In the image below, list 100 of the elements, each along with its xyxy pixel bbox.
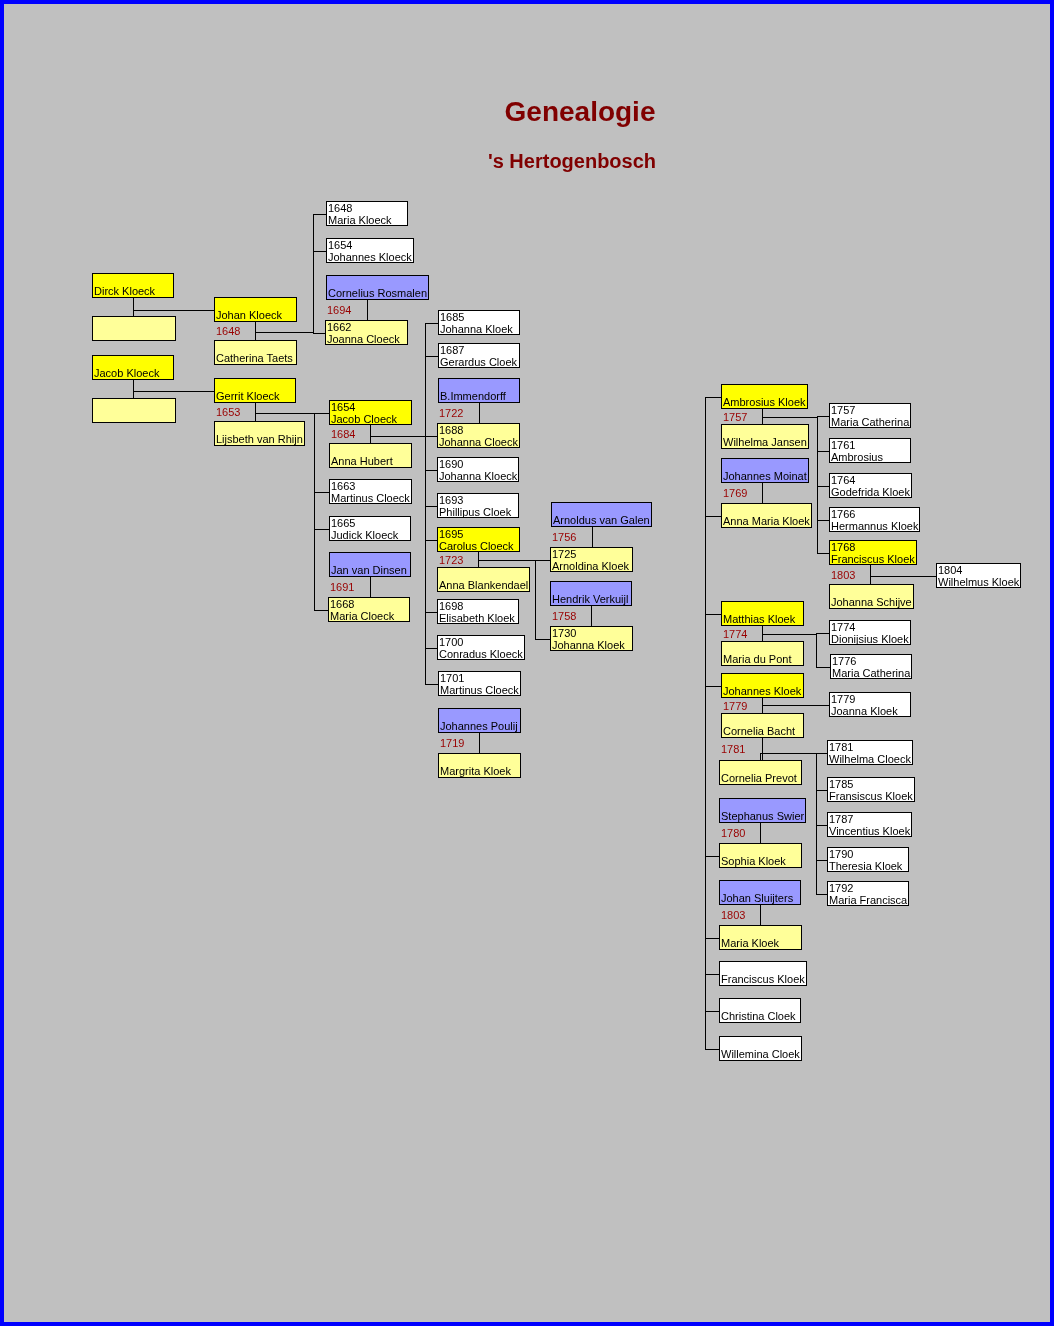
person-box bbox=[719, 998, 801, 1023]
person-box bbox=[827, 812, 913, 837]
person-box bbox=[329, 479, 412, 504]
marriage-year: 1722 bbox=[439, 407, 464, 419]
person-box bbox=[214, 297, 297, 322]
birth-year: 1690 bbox=[439, 458, 465, 470]
person-box bbox=[829, 584, 914, 609]
person-name: Joanna Cloeck bbox=[327, 333, 401, 345]
birth-year: 1764 bbox=[831, 474, 857, 486]
marriage-year: 1653 bbox=[216, 406, 241, 418]
person-box bbox=[719, 843, 802, 868]
person-box bbox=[721, 384, 808, 409]
person-box bbox=[328, 597, 410, 622]
family-line bbox=[478, 551, 551, 640]
birth-year: 1779 bbox=[831, 693, 857, 705]
person-name: Maria Catherina bbox=[831, 416, 910, 428]
person-box bbox=[829, 438, 911, 463]
family-line bbox=[762, 697, 830, 707]
person-name: Johanna Kloeck bbox=[439, 470, 518, 482]
person-box bbox=[721, 424, 809, 449]
family-line bbox=[478, 402, 480, 424]
family-line bbox=[761, 482, 763, 504]
person-name: Jacob Cloeck bbox=[331, 413, 399, 425]
person-box bbox=[329, 443, 412, 468]
person-box bbox=[437, 493, 519, 518]
person-box bbox=[829, 507, 921, 532]
birth-year: 1792 bbox=[829, 882, 855, 894]
marriage-year: 1684 bbox=[331, 428, 356, 440]
person-box bbox=[326, 275, 430, 300]
person-name: Phillipus Cloek bbox=[439, 506, 513, 518]
marriage-year: 1719 bbox=[440, 737, 465, 749]
person-box bbox=[719, 925, 802, 950]
person-name: Johannes Moinat bbox=[723, 470, 807, 482]
person-name: Sophia Kloek bbox=[721, 855, 787, 867]
person-box bbox=[438, 310, 520, 335]
person-name: Godefrida Kloek bbox=[831, 486, 910, 498]
family-line bbox=[762, 625, 831, 668]
birth-year: 1766 bbox=[831, 508, 857, 520]
birth-year: 1701 bbox=[440, 672, 466, 684]
birth-year: 1785 bbox=[829, 778, 855, 790]
family-line bbox=[479, 732, 480, 754]
person-box bbox=[92, 273, 174, 298]
person-box bbox=[829, 403, 912, 428]
person-name: Joanna Kloek bbox=[831, 705, 899, 717]
person-name: Wilhelmus Kloek bbox=[938, 576, 1020, 588]
person-box bbox=[329, 516, 411, 541]
person-name: Anna Maria Kloek bbox=[723, 515, 810, 527]
birth-year: 1648 bbox=[328, 202, 354, 214]
family-line bbox=[366, 299, 368, 321]
person-name: Johan Kloeck bbox=[216, 309, 284, 321]
birth-year: 1757 bbox=[831, 404, 857, 416]
person-name: Maria Kloek bbox=[721, 937, 781, 949]
person-box bbox=[326, 201, 408, 226]
person-name: Maria Francisca bbox=[829, 894, 908, 906]
person-name: Johanna Cloeck bbox=[439, 436, 518, 448]
subtitle: 's Hertogenbosch bbox=[487, 150, 657, 173]
person-name: Elisabeth Kloek bbox=[439, 612, 516, 624]
marriage-year: 1803 bbox=[831, 568, 856, 581]
person-box bbox=[829, 620, 911, 645]
person-name: Maria Cloeck bbox=[330, 610, 396, 622]
person-name: Wilhelma Cloeck bbox=[829, 753, 911, 765]
person-name: Conradus Kloeck bbox=[439, 648, 523, 660]
person-box bbox=[550, 581, 632, 606]
family-line bbox=[369, 576, 371, 598]
person-name: Matthias Kloek bbox=[723, 613, 797, 625]
person-box bbox=[438, 708, 521, 733]
person-box bbox=[721, 503, 812, 528]
marriage-year: 1723 bbox=[439, 553, 464, 566]
family-line bbox=[590, 605, 592, 627]
birth-year: 1668 bbox=[330, 598, 356, 610]
birth-year: 1700 bbox=[439, 636, 465, 648]
person-box bbox=[936, 563, 1022, 588]
person-name: Martinus Cloeck bbox=[440, 684, 519, 696]
person-name: Johannes Kloeck bbox=[328, 251, 412, 263]
marriage-year: 1780 bbox=[721, 827, 746, 839]
family-line bbox=[704, 396, 722, 398]
marriage-year: 1757 bbox=[723, 410, 748, 423]
person-box bbox=[437, 567, 531, 592]
person-name: Arnoldina Kloek bbox=[552, 560, 631, 572]
person-name: Jan van Dinsen bbox=[331, 564, 408, 576]
person-name: Wilhelma Jansen bbox=[723, 436, 807, 448]
birth-year: 1781 bbox=[829, 741, 855, 753]
person-box bbox=[437, 635, 525, 660]
person-box bbox=[214, 340, 297, 365]
person-box bbox=[551, 502, 652, 527]
person-box bbox=[827, 847, 909, 872]
birth-year: 1790 bbox=[829, 848, 855, 860]
birth-year: 1687 bbox=[440, 344, 466, 356]
person-name: B.Immendorff bbox=[440, 390, 507, 402]
person-box bbox=[438, 671, 521, 696]
person-box bbox=[719, 880, 801, 905]
family-line bbox=[762, 737, 763, 761]
birth-year: 1654 bbox=[331, 401, 357, 413]
person-name: Margrita Kloek bbox=[440, 765, 512, 777]
person-box bbox=[550, 547, 633, 572]
person-name: Willemina Cloek bbox=[721, 1048, 800, 1060]
marriage-year: 1774 bbox=[723, 627, 748, 640]
person-box bbox=[829, 540, 917, 565]
person-name: Johanna Kloek bbox=[440, 323, 514, 335]
person-name: Judick Kloeck bbox=[331, 529, 400, 541]
